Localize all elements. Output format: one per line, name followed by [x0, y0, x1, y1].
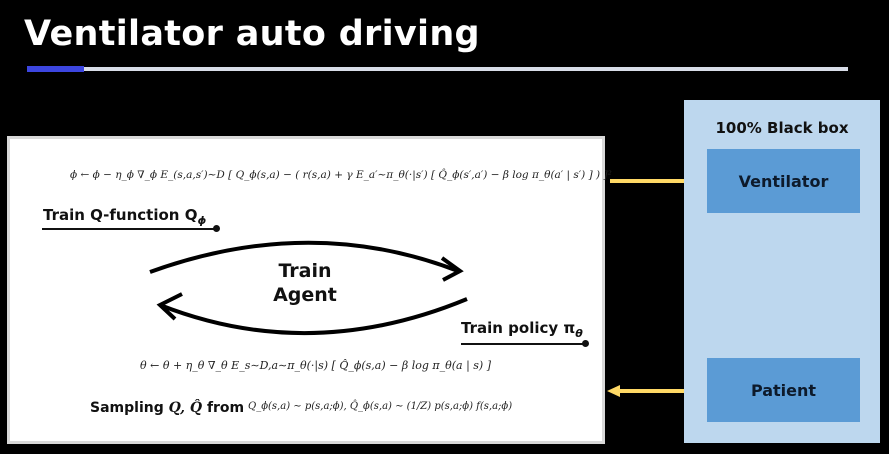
sampling-equation: Q_ϕ(s,a) ∼ p(s,a;ϕ), Q̂_ϕ(s,a) ∼ (1/Z) p…: [248, 401, 513, 412]
q-update-equation: ϕ ← ϕ − η_ϕ ∇_ϕ E_(s,a,s′)∼D [ Q_ϕ(s,a) …: [70, 169, 612, 181]
arrowhead-left: [156, 292, 183, 321]
agent-panel: ϕ ← ϕ − η_ϕ ∇_ϕ E_(s,a,s′)∼D [ Q_ϕ(s,a) …: [7, 136, 612, 444]
train-agent-line2: Agent: [273, 284, 337, 306]
arrow-policy-to-q: [159, 297, 468, 335]
ventilator-label: Ventilator: [738, 171, 829, 191]
arrowhead-to-agent: [607, 385, 620, 397]
train-policy-underline: [461, 343, 585, 345]
black-box-title: 100% Black box: [715, 119, 849, 137]
patient-node: Patient: [707, 358, 860, 422]
train-q-underline: [42, 228, 216, 230]
sampling-from-text: from: [206, 400, 245, 416]
train-policy-endpoint-dot: [582, 340, 589, 347]
ventilator-node: Ventilator: [707, 149, 860, 213]
patient-label: Patient: [750, 380, 817, 400]
arrowhead-right: [440, 256, 464, 282]
training-cycle-arrows: [149, 240, 468, 335]
train-policy-subscript: θ: [575, 327, 583, 340]
train-q-subscript: ϕ: [197, 214, 207, 227]
slide-title: Ventilator auto driving: [24, 14, 480, 54]
sampling-symbols: Q, Q̂: [168, 400, 203, 416]
sampling-label: Sampling Q, Q̂ from: [90, 400, 244, 416]
train-policy-text: Train policy π: [461, 319, 576, 337]
black-box-container: 100% Black box Ventilator Patient: [684, 100, 880, 443]
train-agent-label: Train Agent: [265, 259, 345, 307]
train-policy-label: Train policy πθ: [461, 319, 583, 340]
train-q-endpoint-dot: [213, 225, 220, 232]
train-agent-line1: Train: [278, 260, 332, 282]
train-q-text: Train Q-function Q: [43, 206, 198, 224]
policy-update-equation: θ ← θ + η_θ ∇_θ E_s∼D,a∼π_θ(·|s) [ Q̂_ϕ(…: [140, 359, 492, 372]
train-q-function-label: Train Q-function Qϕ: [43, 206, 206, 227]
title-underline: [27, 67, 848, 71]
sampling-text: Sampling: [90, 400, 164, 416]
title-underline-accent: [27, 66, 84, 72]
arrow-q-to-policy: [149, 240, 459, 274]
